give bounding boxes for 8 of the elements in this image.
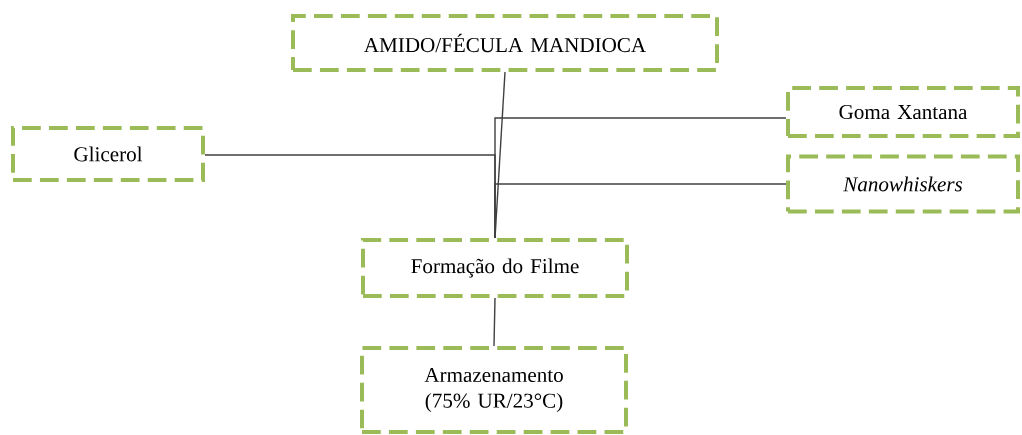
- process-box: AMIDO/FÉCULA MANDIOCA: [291, 14, 719, 72]
- process-box: Formação do Filme: [361, 238, 629, 298]
- connector-line: [493, 297, 496, 347]
- process-box: Armazenamento (75% UR/23°C): [360, 346, 628, 434]
- process-box: Nanowhiskers: [786, 154, 1020, 214]
- process-box: Glicerol: [11, 126, 205, 182]
- connector-line: [494, 183, 787, 239]
- process-box: Goma Xantana: [786, 86, 1020, 138]
